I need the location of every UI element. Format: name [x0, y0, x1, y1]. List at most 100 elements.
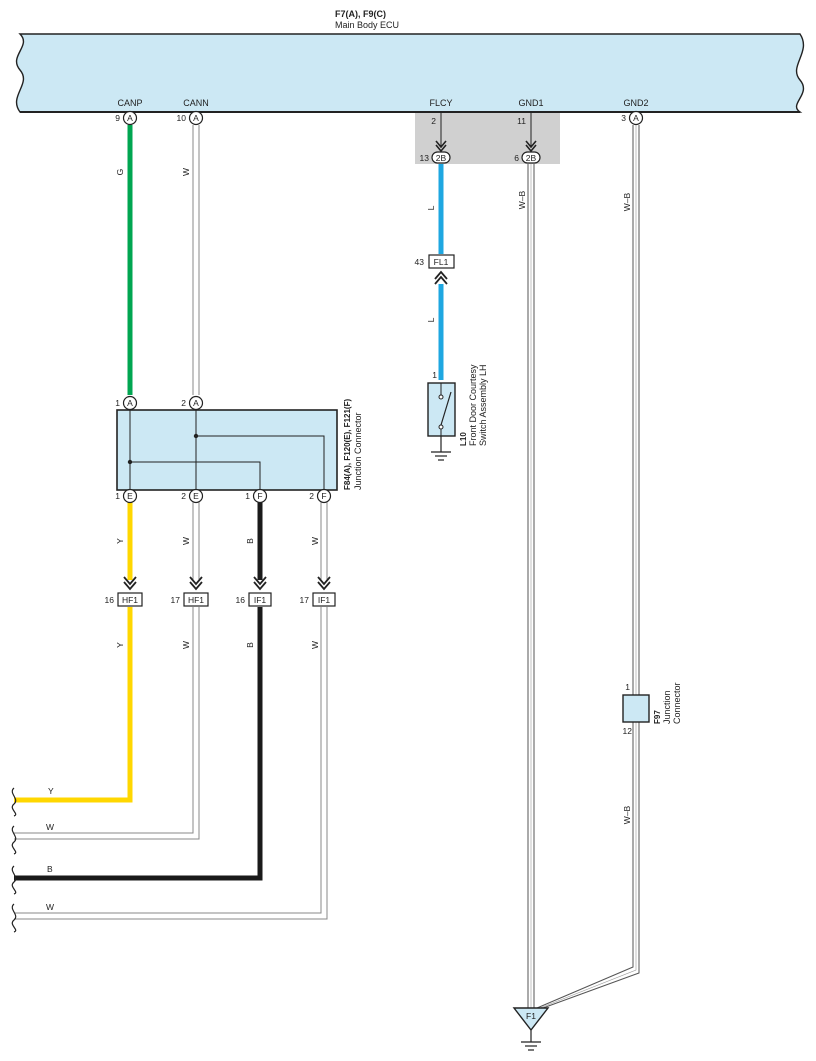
wire-label-gnd2-upper: W–B — [622, 192, 632, 211]
jb-pin-gnd1-conn: 2B — [526, 153, 537, 163]
inline-connector-hf1-17: HF1 17 — [171, 592, 209, 607]
jc-bottom-pin-2f: F 2 — [309, 488, 332, 504]
wire-label-canp: G — [115, 169, 125, 176]
jc-bottom-pin-1e-num: 1 — [115, 491, 120, 501]
jc-top-pin-1-conn: A — [127, 398, 133, 408]
jc-bottom-pin-1f-num: 1 — [245, 491, 250, 501]
wire-label-flcy-upper: L — [426, 205, 436, 210]
inline-hf1-16-name: HF1 — [122, 595, 138, 605]
ecu-pin-cann-conn: A — [193, 113, 199, 123]
wire-label-flcy-lower: L — [426, 317, 436, 322]
f97-desc-1: Junction — [662, 690, 672, 724]
ecu-pin-canp-label: CANP — [117, 98, 142, 108]
junction-connector-internal-lines — [129, 410, 325, 490]
ecu-pin-canp: A 9 — [115, 110, 138, 126]
f97-name: F97 — [653, 710, 662, 724]
wire-w2-white — [14, 502, 328, 920]
wire-w1-white — [14, 502, 200, 840]
jc-top-pin-1-num: 1 — [115, 398, 120, 408]
jc-name: F84(A), F120(E), F121(F) — [343, 399, 352, 490]
wire-label-w2-exit: W — [46, 902, 54, 912]
wire-label-gnd1: W–B — [517, 190, 527, 209]
jc-top-pin-1: A 1 — [115, 395, 138, 411]
ecu-title: F7(A), F9(C) — [335, 9, 386, 19]
ecu-subtitle: Main Body ECU — [335, 20, 399, 30]
wire-label-w1-exit: W — [46, 822, 54, 832]
wire-cann-white — [192, 125, 200, 395]
f97-pin-bottom: 12 — [623, 726, 633, 736]
wire-label-w2-mid: W — [310, 537, 320, 545]
ecu-pin-cann-num: 10 — [177, 113, 187, 123]
jc-bottom-pin-1f: F 1 — [245, 488, 268, 504]
wire-b-black-lower — [14, 607, 263, 881]
jc-bottom-pin-1e-conn: E — [127, 491, 133, 501]
wire-label-gnd2-lower: W–B — [622, 805, 632, 824]
ecu-pin-gnd2-label: GND2 — [623, 98, 648, 108]
inline-fl1-num: 43 — [415, 257, 425, 267]
ecu-pin-gnd2-num: 3 — [621, 113, 626, 123]
inline-if1-17-num: 17 — [300, 595, 310, 605]
jc-bottom-pin-2f-num: 2 — [309, 491, 314, 501]
chevron-if1-16 — [253, 576, 267, 591]
wire-gnd1-wb — [527, 164, 535, 1008]
chevron-hf1-17 — [189, 576, 203, 591]
inline-connector-if1-17: IF1 17 — [300, 592, 336, 607]
ecu-pin-canp-conn: A — [127, 113, 133, 123]
ecu-pin-gnd1-label: GND1 — [518, 98, 543, 108]
jb-arrow-flcy — [435, 140, 447, 153]
inline-if1-17-name: IF1 — [318, 595, 331, 605]
jb-pin-gnd1: 2B 6 — [514, 151, 541, 164]
jb-arrow-gnd1 — [525, 140, 537, 153]
junction-dot-2 — [127, 459, 133, 465]
wire-gnd2-wb — [536, 125, 640, 1009]
ecu-pin-flcy: 2 — [431, 113, 442, 146]
jc-top-pin-2-num: 2 — [181, 398, 186, 408]
chevron-if1-17 — [317, 576, 331, 591]
jc-description: Junction Connector — [353, 412, 363, 490]
chevron-fl1 — [434, 270, 448, 285]
ecu-pin-cann: A 10 — [177, 110, 204, 126]
wire-label-w2-low: W — [310, 641, 320, 649]
wire-label-cann: W — [181, 168, 191, 176]
inline-connector-fl1: FL1 43 — [415, 254, 455, 269]
ground-f1-triangle — [512, 1007, 550, 1032]
inline-fl1-name: FL1 — [434, 257, 449, 267]
ecu-pin-canp-num: 9 — [115, 113, 120, 123]
ecu-pin-gnd1: 11 — [517, 113, 532, 146]
inline-hf1-17-num: 17 — [171, 595, 181, 605]
wire-y-yellow-lower — [14, 607, 133, 803]
wire-label-w1-low: W — [181, 641, 191, 649]
switch-ground-icon — [431, 436, 451, 461]
ground-icon — [521, 1030, 541, 1051]
inline-connector-hf1-16: HF1 16 — [105, 592, 143, 607]
break-marks — [11, 787, 17, 933]
inline-connector-if1-16: IF1 16 — [236, 592, 272, 607]
inline-if1-16-name: IF1 — [254, 595, 267, 605]
wire-label-w1-mid: W — [181, 537, 191, 545]
f97-box — [622, 694, 650, 723]
junction-dot-1 — [193, 433, 199, 439]
wire-label-b-mid: B — [245, 538, 255, 544]
f97-desc-2: Connector — [672, 682, 682, 724]
junction-connector-box — [116, 409, 338, 491]
jb-pin-flcy-conn: 2B — [436, 153, 447, 163]
jc-top-pin-2: A 2 — [181, 395, 204, 411]
jc-bottom-pin-1e: E 1 — [115, 488, 138, 504]
inline-if1-16-num: 16 — [236, 595, 246, 605]
wire-label-y-low: Y — [115, 642, 125, 648]
jb-pin-flcy: 2B 13 — [420, 151, 451, 164]
ground-f1-name: F1 — [526, 1011, 536, 1021]
jc-bottom-pin-2e: E 2 — [181, 488, 204, 504]
jc-bottom-pin-2e-num: 2 — [181, 491, 186, 501]
wire-label-b-exit: B — [47, 864, 53, 874]
inline-hf1-17-name: HF1 — [188, 595, 204, 605]
switch-desc-2: Switch Assembly LH — [478, 364, 488, 446]
switch-desc-1: Front Door Courtesy — [468, 364, 478, 446]
jb-pin-flcy-num: 13 — [420, 153, 430, 163]
ecu-pin-gnd1-num: 11 — [517, 116, 526, 126]
ecu-pin-flcy-num: 2 — [431, 116, 436, 126]
switch-name: L10 — [459, 432, 468, 446]
ecu-pin-flcy-label: FLCY — [429, 98, 452, 108]
wire-label-y-exit: Y — [48, 786, 54, 796]
